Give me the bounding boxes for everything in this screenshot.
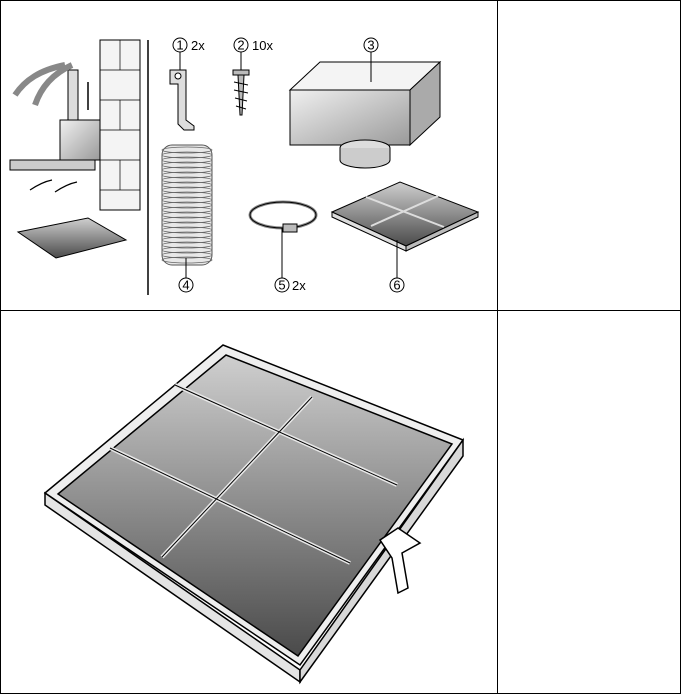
callout-6: 6 — [389, 277, 405, 293]
installation-scene-icon — [9, 39, 149, 295]
duct-rib — [161, 196, 213, 204]
callout-number: 1 — [176, 38, 183, 53]
duct-rib — [161, 156, 213, 164]
duct-rib — [161, 206, 213, 214]
screw-icon — [232, 69, 250, 116]
duct-rib — [161, 181, 213, 189]
duct-rib — [161, 211, 213, 219]
grease-filter-large-icon — [43, 344, 465, 685]
duct-rib — [161, 161, 213, 169]
duct-rib — [161, 146, 213, 154]
callout-4: 4 — [178, 277, 194, 293]
callout-leaders — [179, 52, 398, 278]
duct-rib — [161, 166, 213, 174]
duct-rib — [161, 226, 213, 234]
bracket-icon — [169, 69, 195, 131]
duct-adapter-icon — [288, 60, 442, 169]
callout-5: 5 2x — [274, 277, 306, 293]
callout-number: 6 — [393, 278, 400, 293]
hose-clamp-icon — [248, 200, 318, 233]
duct-rib — [161, 171, 213, 179]
duct-rib — [161, 201, 213, 209]
callout-quantity: 2x — [191, 38, 205, 53]
callout-1: 1 2x — [172, 37, 205, 53]
callout-quantity: 10x — [252, 38, 273, 53]
callout-3: 3 — [363, 37, 379, 53]
grease-filter-small-icon — [330, 181, 480, 252]
duct-rib — [161, 251, 213, 259]
callout-2: 2 10x — [233, 37, 273, 53]
duct-rib — [161, 151, 213, 159]
callout-number: 3 — [367, 38, 374, 53]
callout-number: 4 — [182, 278, 189, 293]
duct-rib — [161, 221, 213, 229]
duct-rib — [161, 236, 213, 244]
duct-rib — [161, 186, 213, 194]
callout-number: 2 — [237, 38, 244, 53]
duct-rib — [161, 246, 213, 254]
duct-rib — [161, 256, 213, 264]
callout-number: 5 — [278, 278, 285, 293]
duct-rib — [161, 176, 213, 184]
duct-rib — [161, 241, 213, 249]
callout-quantity: 2x — [292, 278, 306, 293]
duct-rib — [161, 216, 213, 224]
duct-rib — [161, 191, 213, 199]
duct-rib — [161, 231, 213, 239]
